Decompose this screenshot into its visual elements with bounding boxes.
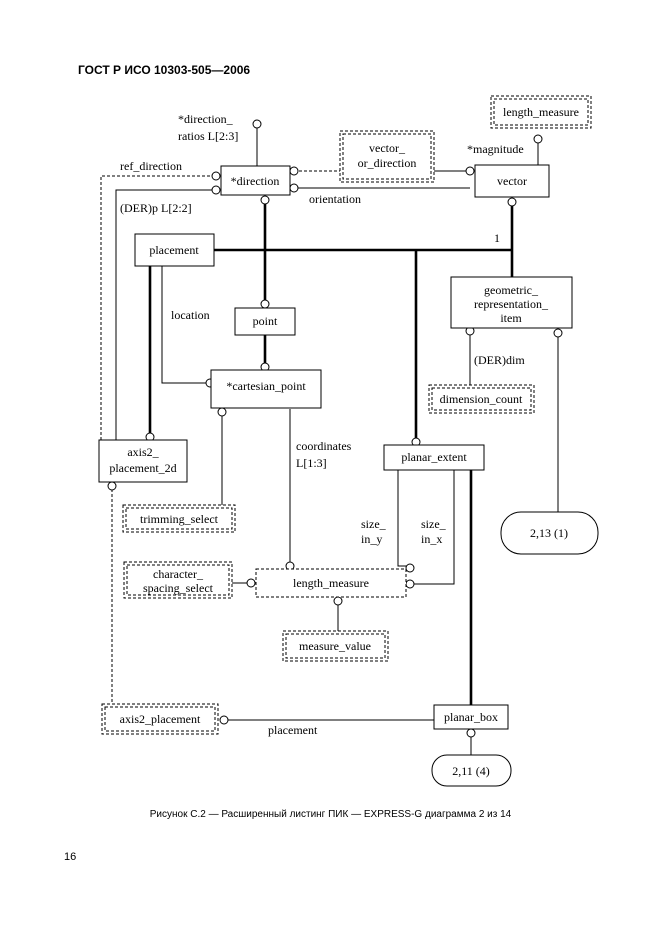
page-ref-2-13-box	[500, 511, 599, 555]
page-ref-2-13-label: 2,13 (1)	[530, 526, 568, 540]
label-size-in-y-2: in_y	[361, 532, 382, 546]
size-in-x-circle	[405, 579, 415, 589]
entity-gri-label-2: representation_	[474, 297, 549, 311]
type-vector-or-direction-label-1: vector_	[369, 141, 406, 155]
entity-placement-box	[134, 233, 215, 267]
type-vector-or-direction-label-2: or_direction	[358, 156, 417, 170]
entity-cartesian-point-box	[210, 369, 322, 409]
label-location: location	[171, 308, 210, 322]
entity-vector-label: vector	[497, 174, 527, 188]
label-direction-ratios-2: ratios L[2:3]	[178, 129, 238, 143]
entity-geometric-representation-item-box	[450, 276, 573, 329]
direction-ratios-end-circle	[252, 119, 262, 129]
label-magnitude: *magnitude	[467, 142, 524, 156]
vector-bottom-circle	[507, 197, 517, 207]
entity-direction-label: *direction	[231, 174, 280, 188]
page-ref-2-11-box	[431, 754, 512, 787]
type-vector-or-direction-inner	[342, 133, 432, 180]
planar-box-ref-circle	[466, 728, 476, 738]
type-character-spacing-select-label-2: spacing_select	[143, 581, 214, 595]
entity-point-box	[234, 307, 296, 336]
magnitude-circle	[533, 134, 543, 144]
label-one: 1	[494, 231, 500, 245]
entity-cartesian-point-label: *cartesian_point	[226, 379, 306, 393]
connector-der-p	[115, 189, 216, 445]
label-direction-ratios-1: *direction_	[178, 112, 234, 126]
entity-gri-label-1: geometric_	[484, 283, 539, 297]
connector-size-in-x	[410, 470, 455, 585]
type-length-measure-top-label: length_measure	[503, 105, 579, 119]
der-p-circle	[211, 185, 221, 195]
vector-or-direction-circle-left	[289, 166, 299, 176]
type-length-measure-top-inner	[493, 98, 589, 126]
type-character-spacing-select-label-1: character_	[153, 567, 204, 581]
size-in-y-circle	[405, 563, 415, 573]
entity-axis2-placement-2d-label-1: axis2_	[127, 445, 159, 459]
type-axis2-placement-inner	[104, 706, 216, 732]
type-measure-value-inner	[285, 633, 386, 659]
type-measure-value-label: measure_value	[299, 639, 371, 653]
trimming-select-circle	[217, 407, 227, 417]
type-trimming-select-label: trimming_select	[140, 512, 219, 526]
label-coordinates-2: L[1:3]	[296, 456, 327, 470]
label-size-in-x-1: size_	[421, 517, 447, 531]
type-character-spacing-select-inner	[126, 564, 230, 596]
type-length-measure-label: length_measure	[293, 576, 369, 590]
label-ref-direction: ref_direction	[120, 159, 182, 173]
page-ref-2-11-label: 2,11 (4)	[452, 764, 490, 778]
label-der-dim: (DER)dim	[474, 353, 525, 367]
type-length-measure-box	[255, 568, 407, 598]
label-size-in-x-2: in_x	[421, 532, 442, 546]
label-size-in-y-1: size_	[361, 517, 387, 531]
type-trimming-select-inner	[125, 507, 233, 530]
entity-point-label: point	[253, 314, 278, 328]
entity-planar-box-box	[433, 704, 509, 730]
entity-planar-extent-label: planar_extent	[401, 450, 467, 464]
entity-gri-label-3: item	[500, 311, 522, 325]
measure-value-circle	[333, 596, 343, 606]
axis2-select-circle	[107, 481, 117, 491]
type-dimension-count-inner	[431, 387, 532, 411]
type-dimension-count-label: dimension_count	[440, 392, 523, 406]
ref-direction-circle	[211, 171, 221, 181]
placement-circle	[219, 715, 229, 725]
gri-ref-circle	[553, 328, 563, 338]
direction-bottom-circle	[260, 195, 270, 205]
vector-or-direction-circle-right	[465, 166, 475, 176]
label-orientation: orientation	[309, 192, 361, 206]
entity-vector-box	[474, 164, 550, 198]
label-der-p: (DER)p L[2:2]	[120, 201, 192, 215]
label-coordinates-1: coordinates	[296, 439, 352, 453]
entity-direction-box	[220, 165, 291, 196]
connector-ref-direction	[100, 175, 216, 445]
connector-location	[161, 266, 210, 384]
figure-caption: Рисунок С.2 — Расширенный листинг ПИК — …	[149, 809, 512, 820]
entity-axis2-placement-2d-label-2: placement_2d	[109, 461, 176, 475]
orientation-circle	[289, 183, 299, 193]
entity-planar-extent-box	[383, 444, 485, 471]
label-placement-attr: placement	[268, 723, 318, 737]
entity-planar-box-label: planar_box	[444, 710, 498, 724]
connector-size-in-y	[397, 470, 410, 567]
entity-axis2-placement-2d-box	[98, 439, 188, 483]
entity-placement-label: placement	[149, 243, 199, 257]
character-spacing-circle	[246, 578, 256, 588]
point-top-circle	[260, 299, 270, 309]
type-axis2-placement-label: axis2_placement	[120, 712, 201, 726]
page-number: 16	[64, 851, 77, 863]
document-header: ГОСТ Р ИСО 10303-505—2006	[78, 63, 251, 77]
